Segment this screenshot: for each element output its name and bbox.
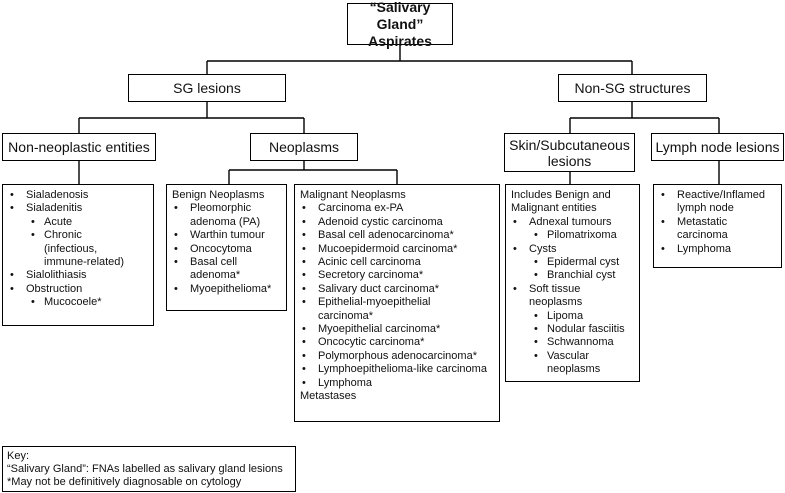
list-item: carcinoma* [318,309,374,322]
list-item: Oncocytic carcinoma* [300,336,495,350]
list-item: lymph node [677,202,734,215]
list-item: Basal cell adenocarcinoma* [300,229,495,243]
list-item: Epidermal cyst [511,256,635,270]
node-neoplasms: Neoplasms [250,133,358,161]
skin-heading-line1: Includes Benign and [511,189,611,201]
list-item: Oncocytoma [172,243,282,257]
list-item: Cysts [511,243,635,257]
node-non-neoplastic-entities: Non-neoplastic entities [2,133,156,161]
benign-heading: Benign Neoplasms [172,189,265,201]
list-item: neoplasms [547,363,601,376]
list-item: Lymphoepithelioma-like carcinoma [300,363,495,377]
node-non-sg-structures: Non-SG structures [558,74,707,102]
list-item: Sialadenitis [8,202,149,216]
skin-list: Adnexal tumoursPilomatrixomaCystsEpiderm… [511,216,635,377]
list-item: Sialolithiasis [8,269,149,283]
list-item: adenoma (PA) [190,215,261,228]
malignant-list: Carcinoma ex-PAAdenoid cystic carcinomaB… [300,202,495,390]
list-item: Myoepithelial carcinoma* [300,323,495,337]
malignant-footer-metastases: Metastases [300,390,357,403]
list-item: Adnexal tumours [511,216,635,230]
list-item: Lymphoma [659,243,777,257]
node-sg-lesions: SG lesions [128,74,286,102]
non-neoplastic-list-box: SialadenosisSialadenitisAcuteChronic(inf… [2,184,154,326]
node-sg-lesions-label: SG lesions [173,80,241,96]
list-item: Metastatic [659,216,777,230]
node-lymph-node-label: Lymph node lesions [655,139,780,155]
list-item: Lymphoma [300,377,495,391]
list-item: Schwannoma [511,336,635,350]
node-skin-label-line2: lesions [547,152,592,169]
node-skin-subcutaneous-lesions: Skin/Subcutaneous lesions [504,133,635,172]
list-item: Epithelial-myoepithelial [300,296,495,310]
list-item: Sialadenosis [8,189,149,203]
list-item: Basal cell [172,256,282,270]
skin-heading-line2: Malignant entities [511,202,597,215]
list-item: Reactive/Inflamed [659,189,777,203]
list-item: Adenoid cystic carcinoma [300,216,495,230]
list-item: Acinic cell carcinoma [300,256,495,270]
list-item: Chronic [8,229,149,243]
root-node-salivary-gland-aspirates: “Salivary Gland” Aspirates [347,0,453,49]
list-item: Acute [8,216,149,230]
list-item: Mucoepidermoid carcinoma* [300,243,495,257]
list-item: Salivary duct carcinoma* [300,283,495,297]
root-title-line2: Aspirates [368,32,432,49]
list-item: Soft tissue neoplasms [511,283,635,310]
list-item: Branchial cyst [511,269,635,283]
list-item: carcinoma [677,229,728,242]
skin-subcutaneous-list-box: Includes Benign and Malignant entities A… [505,184,640,382]
list-item: Secretory carcinoma* [300,269,495,283]
key-asterisk-note: *May not be definitively diagnosable on … [7,476,242,488]
list-item: Lipoma [511,310,635,324]
list-item: Carcinoma ex-PA [300,202,495,216]
list-item: Warthin tumour [172,229,282,243]
list-item: Polymorphous adenocarcinoma* [300,350,495,364]
key-legend-box: Key: “Salivary Gland”: FNAs labelled as … [2,446,296,492]
list-item: Vascular [511,350,635,364]
list-item: Nodular fasciitis [511,323,635,337]
node-skin-label-line1: Skin/Subcutaneous [509,136,630,153]
key-title: Key: [7,450,30,462]
malignant-neoplasms-box: Malignant Neoplasms Carcinoma ex-PAAdeno… [294,184,500,422]
node-lymph-node-lesions: Lymph node lesions [651,133,784,161]
list-item: immune-related) [44,256,125,269]
list-item: Myoepithelioma* [172,283,282,297]
list-item: Mucocoele* [8,296,149,310]
list-item: Pleomorphic [172,202,282,216]
list-item: Pilomatrixoma [511,229,635,243]
node-non-neoplastic-label: Non-neoplastic entities [8,139,150,155]
root-title-line1: “Salivary Gland” [369,0,431,32]
key-salivary-gland-definition: “Salivary Gland”: FNAs labelled as saliv… [7,463,283,475]
list-item: (infectious, [44,242,98,255]
node-non-sg-structures-label: Non-SG structures [574,80,691,96]
malignant-heading: Malignant Neoplasms [300,189,406,201]
list-item: adenoma* [190,269,241,282]
node-neoplasms-label: Neoplasms [268,139,340,155]
list-item: Obstruction [8,283,149,297]
non-neoplastic-list: SialadenosisSialadenitisAcuteChronic(inf… [8,189,149,310]
